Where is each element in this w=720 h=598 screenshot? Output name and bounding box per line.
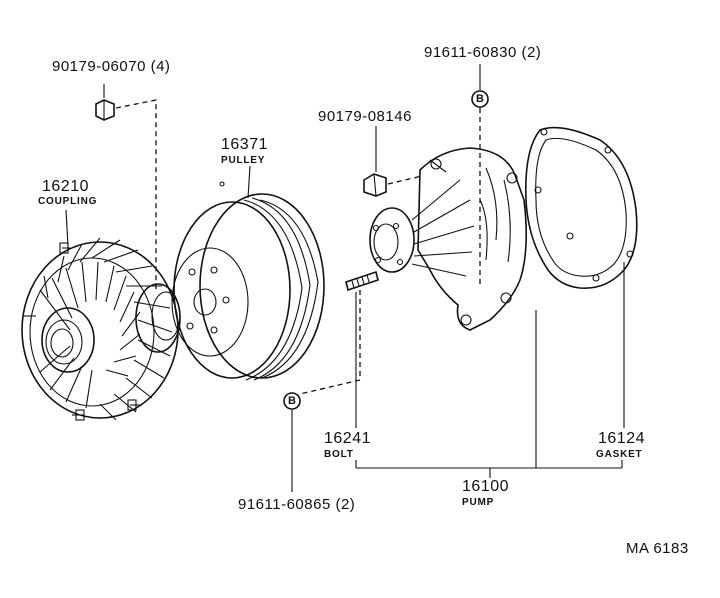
coupling-nut-drawing xyxy=(95,99,115,121)
assembly-dash-lines xyxy=(115,99,481,395)
fan-coupling-drawing xyxy=(21,237,181,421)
part-name-gasket: GASKET xyxy=(596,449,643,460)
part-name-pump: PUMP xyxy=(462,497,495,508)
callout-b-top xyxy=(471,90,489,108)
callout-b-bottom xyxy=(283,392,301,410)
water-pump-drawing xyxy=(369,147,528,331)
callout-letter-bottom: B xyxy=(288,395,297,407)
part-name-coupling: COUPLING xyxy=(38,196,98,207)
part-number-stud-bolt: 16241 xyxy=(324,430,371,447)
diagram-reference-code: MA 6183 xyxy=(626,540,689,557)
part-number-bolt-b-bottom: 91611-60865 (2) xyxy=(238,496,356,513)
pulley-drawing xyxy=(171,181,325,381)
part-number-bolt-b-top: 91611-60830 (2) xyxy=(424,44,542,61)
pump-nut-drawing xyxy=(363,173,387,197)
part-name-pulley: PULLEY xyxy=(221,155,266,166)
part-number-coupling-nut: 90179-06070 (4) xyxy=(52,58,171,75)
part-name-stud-bolt: BOLT xyxy=(324,449,354,460)
callout-letter-top: B xyxy=(476,93,485,105)
gasket-drawing xyxy=(524,126,638,289)
stud-bolt-drawing xyxy=(345,270,379,292)
part-number-coupling: 16210 xyxy=(42,178,89,195)
part-number-pump: 16100 xyxy=(462,478,509,495)
part-number-gasket: 16124 xyxy=(598,430,645,447)
part-number-pump-nut: 90179-08146 xyxy=(318,108,412,125)
part-number-pulley: 16371 xyxy=(221,136,268,153)
leader-lines xyxy=(65,64,625,492)
